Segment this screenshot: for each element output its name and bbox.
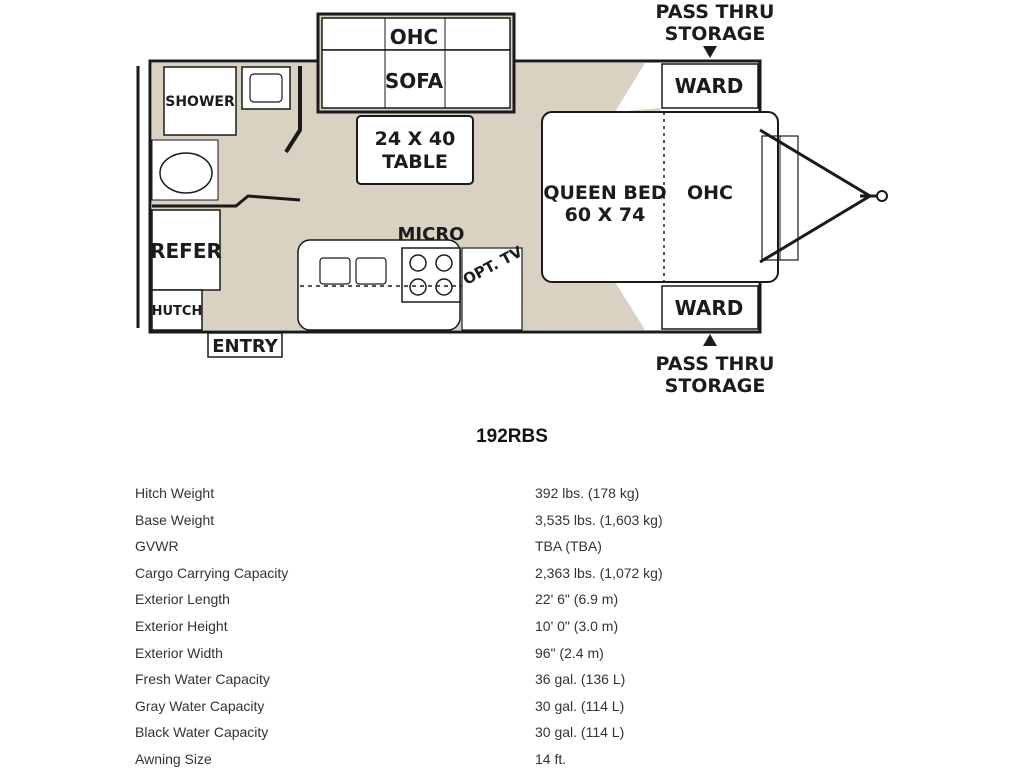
shower-label: SHOWER	[165, 94, 235, 110]
spec-value: 36 gal. (136 L)	[535, 671, 626, 688]
ohc-bed-label: OHC	[687, 182, 733, 204]
bed-label: QUEEN BED	[543, 182, 666, 204]
burner-1	[409, 254, 427, 272]
sofa-box	[321, 49, 511, 109]
pass-thru-top-label: PASS THRU	[656, 1, 775, 23]
spec-row: Cargo Carrying Capacity 2,363 lbs. (1,072…	[135, 563, 775, 590]
sofa-ohc-box	[321, 17, 511, 51]
spec-value: TBA (TBA)	[535, 538, 602, 555]
ward-top-label: WARD	[675, 74, 744, 98]
entry-box	[207, 332, 283, 358]
spec-row: Exterior Length 22' 6" (6.9 m)	[135, 589, 775, 616]
hutch-label: HUTCH	[152, 304, 203, 319]
spec-row: Black Water Capacity 30 gal. (114 L)	[135, 722, 775, 749]
sink-right	[355, 257, 387, 285]
spec-row: Base Weight 3,535 lbs. (1,603 kg)	[135, 510, 775, 537]
spec-value: 96" (2.4 m)	[535, 644, 604, 661]
spec-label: Hitch Weight	[135, 485, 215, 501]
shower-box	[163, 66, 237, 136]
spec-value: 14 ft.	[535, 750, 567, 767]
ward-bottom-label: WARD	[675, 296, 744, 320]
spec-row: Awning Size 14 ft.	[135, 749, 775, 776]
spec-label: Awning Size	[135, 750, 212, 767]
table-box	[356, 115, 474, 185]
floor-area	[152, 63, 660, 330]
spec-value: 10' 0" (3.0 m)	[535, 617, 619, 634]
bath-sink-box	[241, 66, 291, 110]
hutch-box	[151, 289, 203, 331]
queen-bed	[541, 111, 779, 283]
table-label: TABLE	[382, 151, 448, 173]
spec-label: Exterior Width	[135, 644, 223, 661]
hitch-coupler-icon	[876, 190, 888, 202]
sofa-label: SOFA	[385, 69, 444, 93]
bath-sink-basin	[249, 73, 283, 103]
bath-door	[284, 66, 302, 154]
spec-label: Exterior Height	[135, 617, 228, 634]
ohc-top-label: OHC	[390, 25, 438, 49]
burner-3	[409, 278, 427, 296]
bath-wall	[152, 194, 301, 208]
ward-bottom-box	[661, 285, 759, 330]
ward-top-box	[661, 63, 759, 109]
spec-label: Black Water Capacity	[135, 724, 269, 741]
burner-4	[435, 278, 453, 296]
spec-label: Gray Water Capacity	[135, 697, 265, 714]
spec-value: 30 gal. (114 L)	[535, 697, 625, 714]
spec-label: Fresh Water Capacity	[135, 671, 270, 688]
arrow-down-icon	[703, 46, 717, 58]
bedroom-white-lower	[615, 282, 660, 330]
stove-box	[401, 247, 461, 303]
spec-value: 392 lbs. (178 kg)	[535, 485, 640, 501]
model-name: 192RBS	[476, 426, 548, 447]
spec-label: Exterior Length	[135, 591, 230, 608]
micro-label: MICRO	[398, 224, 465, 245]
bedroom-white-upper	[615, 63, 660, 112]
toilet	[159, 152, 213, 194]
refer-box	[151, 209, 221, 291]
spec-label: Base Weight	[135, 511, 215, 528]
burner-2	[435, 254, 453, 272]
spec-value: 30 gal. (114 L)	[535, 724, 625, 741]
storage-bottom-label: STORAGE	[665, 375, 766, 397]
spec-row: Hitch Weight 392 lbs. (178 kg)	[135, 483, 775, 510]
arrow-up-icon	[703, 334, 717, 346]
entry-label: ENTRY	[212, 336, 279, 357]
spec-row: GVWR TBA (TBA)	[135, 536, 775, 563]
spec-value: 22' 6" (6.9 m)	[535, 591, 619, 608]
bed-size-label: 60 X 74	[565, 204, 646, 226]
spec-row: Fresh Water Capacity 36 gal. (136 L)	[135, 669, 775, 696]
table-size-label: 24 X 40	[375, 128, 456, 150]
spec-label: GVWR	[135, 538, 179, 555]
spec-row: Gray Water Capacity 30 gal. (114 L)	[135, 696, 775, 723]
spec-row: Exterior Height 10' 0" (3.0 m)	[135, 616, 775, 643]
spec-row: Exterior Width 96" (2.4 m)	[135, 643, 775, 670]
refer-label: REFER	[150, 239, 222, 263]
specs-table: Hitch Weight 392 lbs. (178 kg) Base Weight…	[135, 483, 775, 776]
floorplan-diagram: OHC SOFA 24 X 40 TABLE SHOWER REFER HUTC…	[136, 1, 888, 397]
sink-left	[319, 257, 351, 285]
storage-top-label: STORAGE	[665, 23, 766, 45]
spec-label: Cargo Carrying Capacity	[135, 564, 289, 581]
bedroom-wall-upper	[510, 63, 645, 112]
opt-tv-cabinet	[461, 247, 523, 331]
pass-thru-bottom-label: PASS THRU	[656, 353, 775, 375]
spec-value: 3,535 lbs. (1,603 kg)	[535, 511, 663, 528]
spec-value: 2,363 lbs. (1,072 kg)	[535, 564, 663, 581]
